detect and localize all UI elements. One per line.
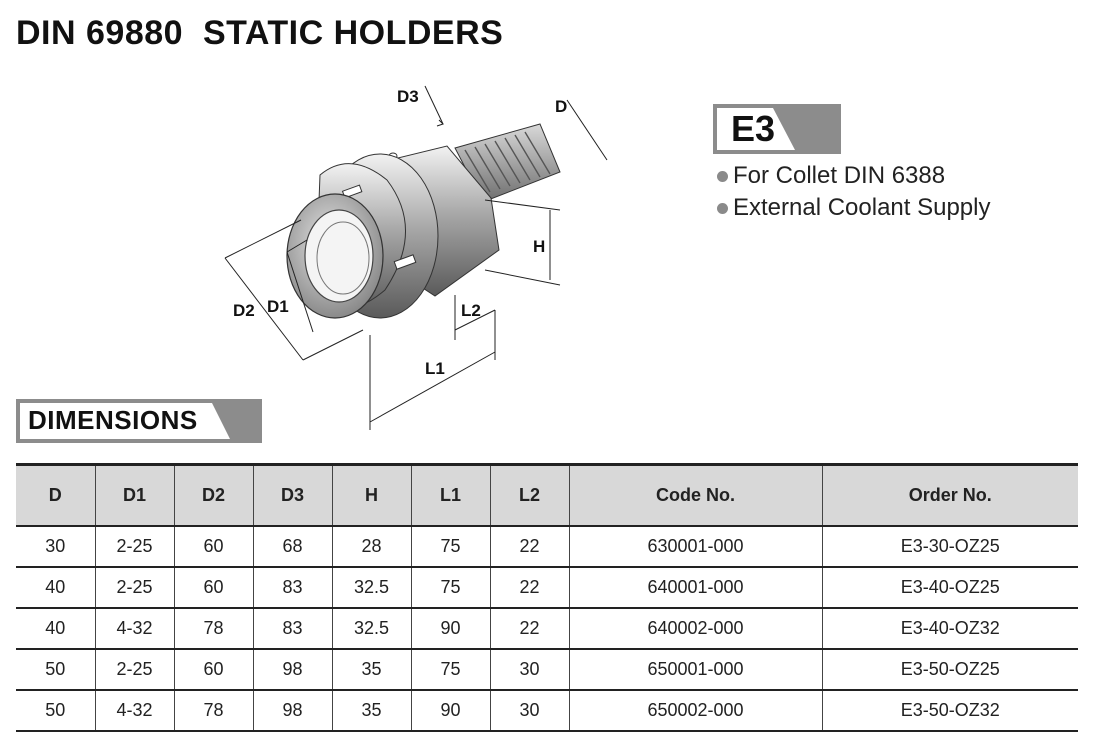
dimensions-header: DIMENSIONS <box>16 399 262 443</box>
feature-item: External Coolant Supply <box>717 192 990 224</box>
col-header: H <box>331 463 411 527</box>
label-d: D <box>555 97 567 116</box>
holder-technical-drawing: D3 D H D2 D1 L2 L1 <box>224 85 608 430</box>
page-title: DIN 69880 STATIC HOLDERS <box>16 14 504 52</box>
label-d3: D3 <box>397 87 419 106</box>
col-header: D3 <box>252 463 332 527</box>
col-header: L2 <box>489 463 569 527</box>
label-l1: L1 <box>425 359 445 378</box>
model-code: E3 <box>731 108 776 149</box>
label-d1: D1 <box>267 297 289 316</box>
label-h: H <box>533 237 545 256</box>
dimension-lines <box>224 85 608 430</box>
label-l2: L2 <box>461 301 481 320</box>
feature-item: For Collet DIN 6388 <box>717 160 990 192</box>
label-d2: D2 <box>233 301 255 320</box>
bullet-icon <box>717 170 728 182</box>
feature-list: For Collet DIN 6388 External Coolant Sup… <box>717 160 990 224</box>
col-header: Order No. <box>821 463 1078 527</box>
dimensions-table: D D1 D2 D3 H L1 L2 Code No. Order No. 30… <box>16 463 1078 732</box>
col-header: L1 <box>410 463 490 527</box>
col-header: D2 <box>173 463 253 527</box>
table-header-row: D D1 D2 D3 H L1 L2 Code No. Order No. <box>16 463 1078 527</box>
model-badge: E3 <box>713 104 841 154</box>
col-header: Code No. <box>568 463 822 527</box>
col-header: D1 <box>94 463 174 527</box>
col-header: D <box>16 463 95 527</box>
bullet-icon <box>717 202 728 214</box>
